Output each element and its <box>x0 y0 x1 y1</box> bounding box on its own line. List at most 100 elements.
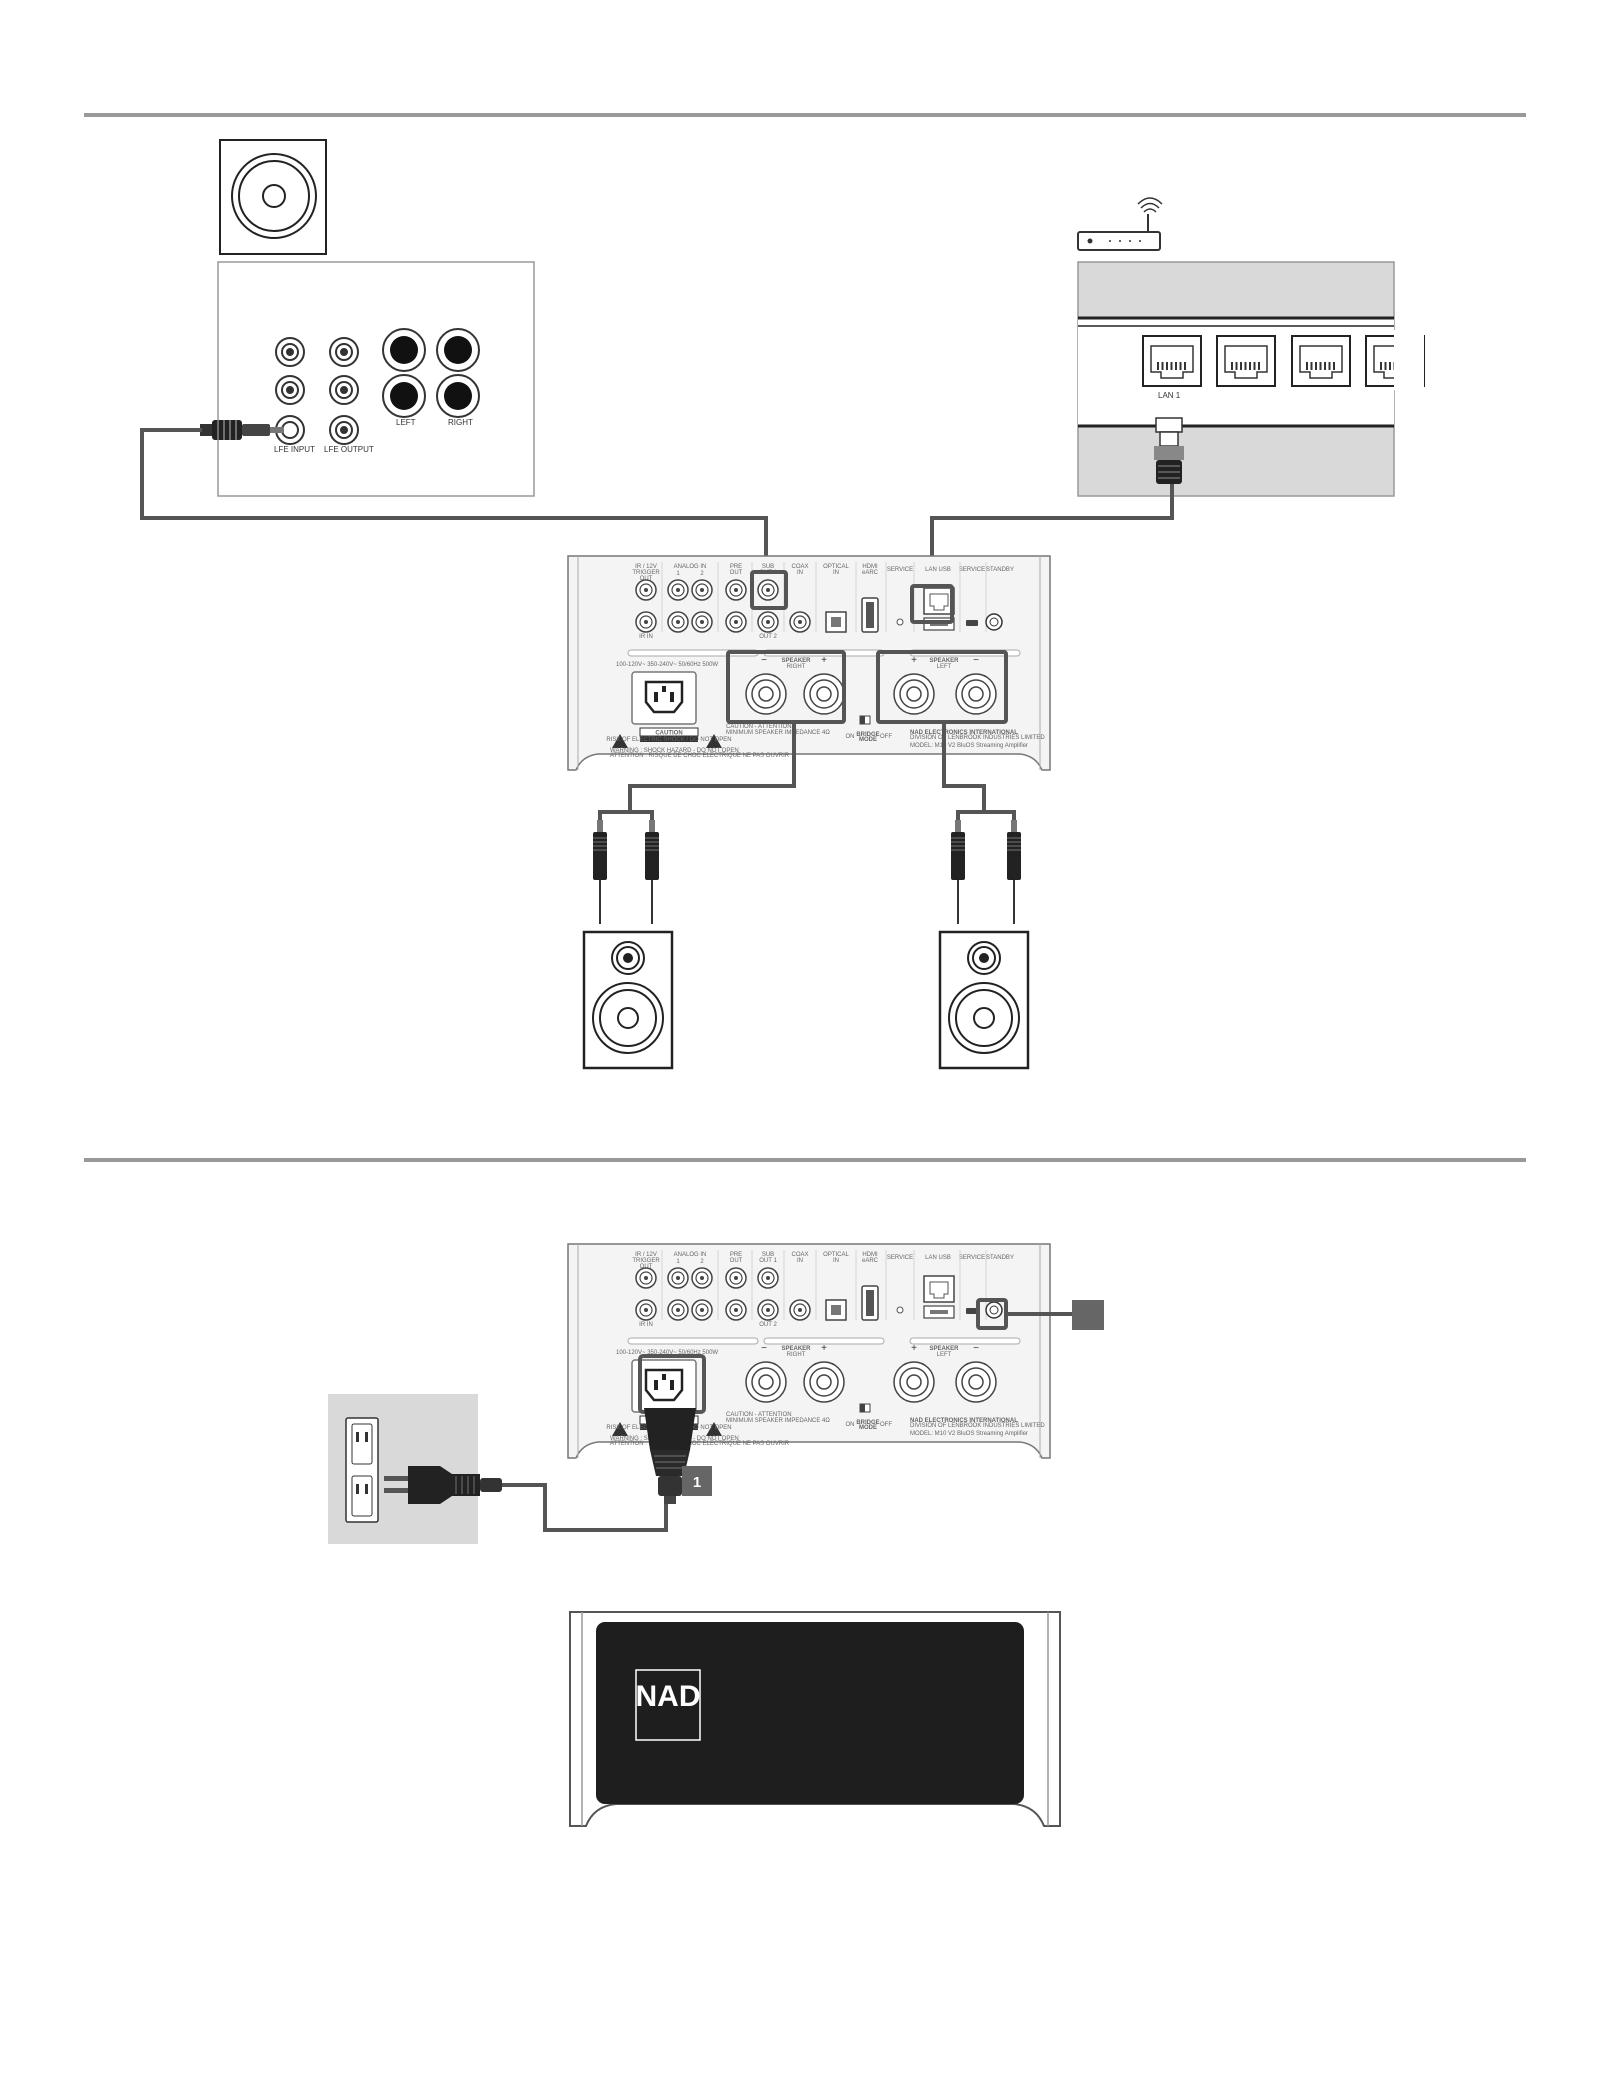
mains-inlet <box>631 671 697 725</box>
hdmi-port <box>861 1285 879 1321</box>
pre-out-right-jack <box>725 611 747 633</box>
lan-usb-label: LAN USB <box>925 1255 951 1261</box>
service2-label: SERVICE <box>959 1255 985 1261</box>
bridge-mode-label-1: BRIDGE <box>856 1420 879 1426</box>
coax-in-jack <box>789 1299 811 1321</box>
maker-sub-label: DIVISION OF LENBROOK INDUSTRIES LIMITED <box>910 1423 1045 1429</box>
right-speaker-terminals-highlight <box>726 650 846 724</box>
speaker-left-label-2: LEFT <box>937 664 952 670</box>
sub-out-highlight <box>750 570 788 610</box>
right-plus-terminal <box>803 1361 845 1403</box>
svg-text:+: + <box>821 1343 827 1354</box>
standby-label: STANDBY <box>986 1255 1014 1261</box>
analog-in-label: ANALOG IN <box>674 564 707 570</box>
right-minus-terminal <box>745 673 787 715</box>
ir-trigger-label-2: TRIGGER <box>632 570 660 576</box>
svg-text:+: + <box>821 655 827 666</box>
analog-in-2-label: 2 <box>700 571 704 577</box>
power-step-number: 1 <box>693 1474 701 1491</box>
service-label: SERVICE <box>887 1255 913 1261</box>
pre-out-label-1: PRE <box>730 564 742 570</box>
speaker-caution-label: CAUTION - ATTENTION <box>726 724 792 730</box>
sub-out-1-jack <box>757 579 779 601</box>
analog-in-2-right-jack <box>691 611 713 633</box>
model-label: MODEL: M10 V2 BluOS Streaming Amplifier <box>910 1431 1028 1437</box>
speaker-left-label-1: SPEAKER <box>929 658 959 664</box>
lan-port-3 <box>1291 335 1351 387</box>
right-plus-terminal <box>803 673 845 715</box>
analog-in-1-right-jack <box>667 611 689 633</box>
banana-plug-1 <box>593 820 607 924</box>
analog-in-2-left-jack <box>691 1267 713 1289</box>
amplifier-front-panel: NAD <box>569 1611 1061 1827</box>
subwoofer-rear-panel: LFE INPUT LFE OUTPUT LEFT RIGHT <box>217 261 535 497</box>
sub-out-2-label: OUT 2 <box>759 634 777 640</box>
amp-lan-port <box>923 587 955 615</box>
svg-text:−: − <box>973 1343 979 1354</box>
caution-label: CAUTION <box>655 731 682 737</box>
lfe-input-label: LFE INPUT <box>274 445 315 454</box>
optical-in-label-2: IN <box>833 1258 839 1264</box>
rca-plug-icon <box>200 420 284 440</box>
lan-ports <box>1142 330 1425 390</box>
coax-in-label-1: COAX <box>791 564 808 570</box>
left-minus-terminal <box>955 1361 997 1403</box>
sub-out-label-2: OUT 1 <box>759 1258 777 1264</box>
lan-port-1 <box>1142 335 1202 387</box>
lan-port-2 <box>1216 335 1276 387</box>
ir-in-label: IR IN <box>639 1322 653 1328</box>
pre-out-label-2: OUT <box>730 570 743 576</box>
optical-port <box>825 611 847 633</box>
speaker-right-label-2: RIGHT <box>787 664 806 670</box>
svg-text:+: + <box>911 1343 917 1354</box>
front-display-panel <box>596 1622 1024 1804</box>
hdmi-label-1: HDMI <box>862 564 878 570</box>
banana-plug-2 <box>645 820 659 924</box>
hdmi-label-2: eARC <box>862 1258 879 1264</box>
right-minus-terminal <box>745 1361 787 1403</box>
analog-in-1-left-jack <box>667 579 689 601</box>
hdmi-port <box>861 597 879 633</box>
left-speaker-icon <box>938 930 1030 1070</box>
left-plus-terminal <box>893 673 935 715</box>
optical-in-label-1: OPTICAL <box>823 1252 849 1258</box>
bridge-off-label: OFF <box>880 734 892 740</box>
optical-port <box>825 1299 847 1321</box>
coax-in-label-2: IN <box>797 570 803 576</box>
ir-trigger-jack <box>635 579 657 601</box>
nad-logo: NAD <box>636 1680 701 1713</box>
right-speaker-icon <box>582 930 674 1070</box>
iec-plug-icon <box>644 1408 696 1504</box>
standby-callout-badge <box>1072 1300 1104 1330</box>
lan-usb-label: LAN USB <box>925 567 951 573</box>
ir-in-jack <box>635 1299 657 1321</box>
mains-inlet <box>631 1359 697 1413</box>
standby-button[interactable] <box>985 1301 1003 1319</box>
amp-lan-port <box>923 1275 955 1303</box>
ir-trigger-jack <box>635 1267 657 1289</box>
maker-label: NAD ELECTRONICS INTERNATIONAL <box>910 730 1018 736</box>
hdmi-label-2: eARC <box>862 570 879 576</box>
sub-out-2-label: OUT 2 <box>759 1322 777 1328</box>
hdmi-label-1: HDMI <box>862 1252 878 1258</box>
ethernet-cable <box>930 484 1174 590</box>
sub-out-1-jack <box>757 1267 779 1289</box>
left-label: LEFT <box>396 418 416 427</box>
ethernet-plug-icon <box>1154 417 1184 484</box>
attention-label: ATTENTION : RISQUE DE CHOC ELECTRIQUE NE… <box>610 753 790 759</box>
bridge-off-label: OFF <box>880 1422 892 1428</box>
maker-sub-label: DIVISION OF LENBROOK INDUSTRIES LIMITED <box>910 735 1045 741</box>
router-icon <box>1077 197 1163 251</box>
ir-in-label: IR IN <box>639 634 653 640</box>
pre-out-left-jack <box>725 1267 747 1289</box>
left-minus-terminal <box>955 673 997 715</box>
power-step-badge: 1 <box>682 1466 712 1496</box>
optical-in-label-1: OPTICAL <box>823 564 849 570</box>
speaker-caution-sub-label: MINIMUM SPEAKER IMPEDANCE 4Ω <box>726 1418 830 1424</box>
pre-out-label-2: OUT <box>730 1258 743 1264</box>
standby-button[interactable] <box>985 613 1003 631</box>
subwoofer-cable <box>140 428 768 590</box>
